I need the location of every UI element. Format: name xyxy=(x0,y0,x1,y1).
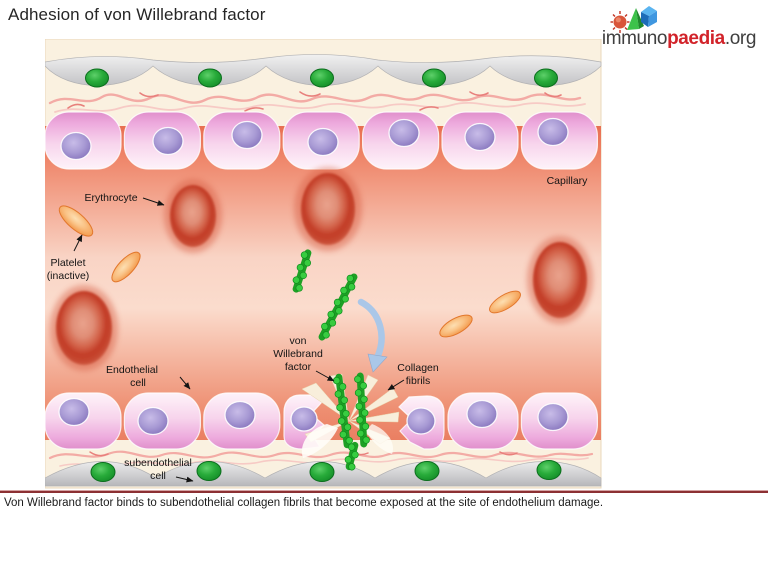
label-collagen-2: fibrils xyxy=(406,375,431,387)
platelet-pointer xyxy=(73,234,83,252)
label-arrows xyxy=(73,197,405,483)
logo-part-immuno: immuno xyxy=(601,28,668,49)
logo-wordmark: immunopaedia.org xyxy=(601,28,757,50)
platelets xyxy=(58,205,521,338)
erythrocyte-pointer xyxy=(142,197,165,206)
torn-endothelium-flap-right xyxy=(366,424,394,454)
erythrocyte xyxy=(164,179,222,253)
label-collagen-1: Collagen xyxy=(397,362,439,374)
logo-part-org: .org xyxy=(724,28,757,49)
endothelial-nuclei-bottom xyxy=(58,397,569,436)
collagen-pointer xyxy=(387,379,405,391)
label-capillary: Capillary xyxy=(547,175,589,187)
torn-endothelium-flap-left xyxy=(301,424,338,458)
platelet xyxy=(111,251,141,283)
label-erythrocyte: Erythrocyte xyxy=(84,192,137,204)
capillary-diagram: Erythrocyte Platelet (inactive) Capillar… xyxy=(44,38,602,489)
logo-virus-icon xyxy=(610,11,630,33)
erythrocytes xyxy=(50,167,593,371)
immunopaedia-logo: immunopaedia.org xyxy=(598,2,758,50)
label-vwf-3: factor xyxy=(285,361,312,373)
subendothelial-cells-bottom xyxy=(90,460,562,482)
logo-tetrahedron-icon xyxy=(627,8,644,30)
label-endothelial-2: cell xyxy=(130,377,146,389)
logo-part-paedia: paedia xyxy=(667,28,725,49)
vwf-pointer xyxy=(315,370,335,382)
endothelial-pointer xyxy=(179,376,191,390)
erythrocyte xyxy=(527,236,593,324)
collagen-fibers-bottom xyxy=(48,450,594,467)
erythrocyte xyxy=(294,167,362,251)
erythrocyte xyxy=(50,285,118,371)
label-platelet-2: (inactive) xyxy=(47,270,90,282)
label-platelet-1: Platelet xyxy=(50,257,85,269)
label-subendothelial-1: subendothelial xyxy=(124,457,192,469)
platelet xyxy=(58,205,94,237)
label-subendothelial-2: cell xyxy=(150,470,166,482)
immunopaedia-logo-icon xyxy=(610,6,657,33)
caption-text: Von Willebrand factor binds to subendoth… xyxy=(4,497,604,509)
label-endothelial-1: Endothelial xyxy=(106,364,158,376)
endothelial-nuclei-top xyxy=(60,117,569,161)
subendothelial-cells-top xyxy=(85,68,558,88)
collagen-fibers-top xyxy=(48,91,586,113)
platelet xyxy=(489,290,521,314)
vwf-movement-arrow-icon xyxy=(357,298,388,373)
label-vwf-2: Willebrand xyxy=(273,348,323,360)
separator-line xyxy=(0,490,768,493)
label-vwf-1: von xyxy=(290,335,307,347)
subendothelial-pointer xyxy=(175,476,194,483)
logo-cube-icon xyxy=(641,6,657,27)
page-title: Adhesion of von Willebrand factor xyxy=(8,5,266,24)
platelet xyxy=(439,314,473,338)
